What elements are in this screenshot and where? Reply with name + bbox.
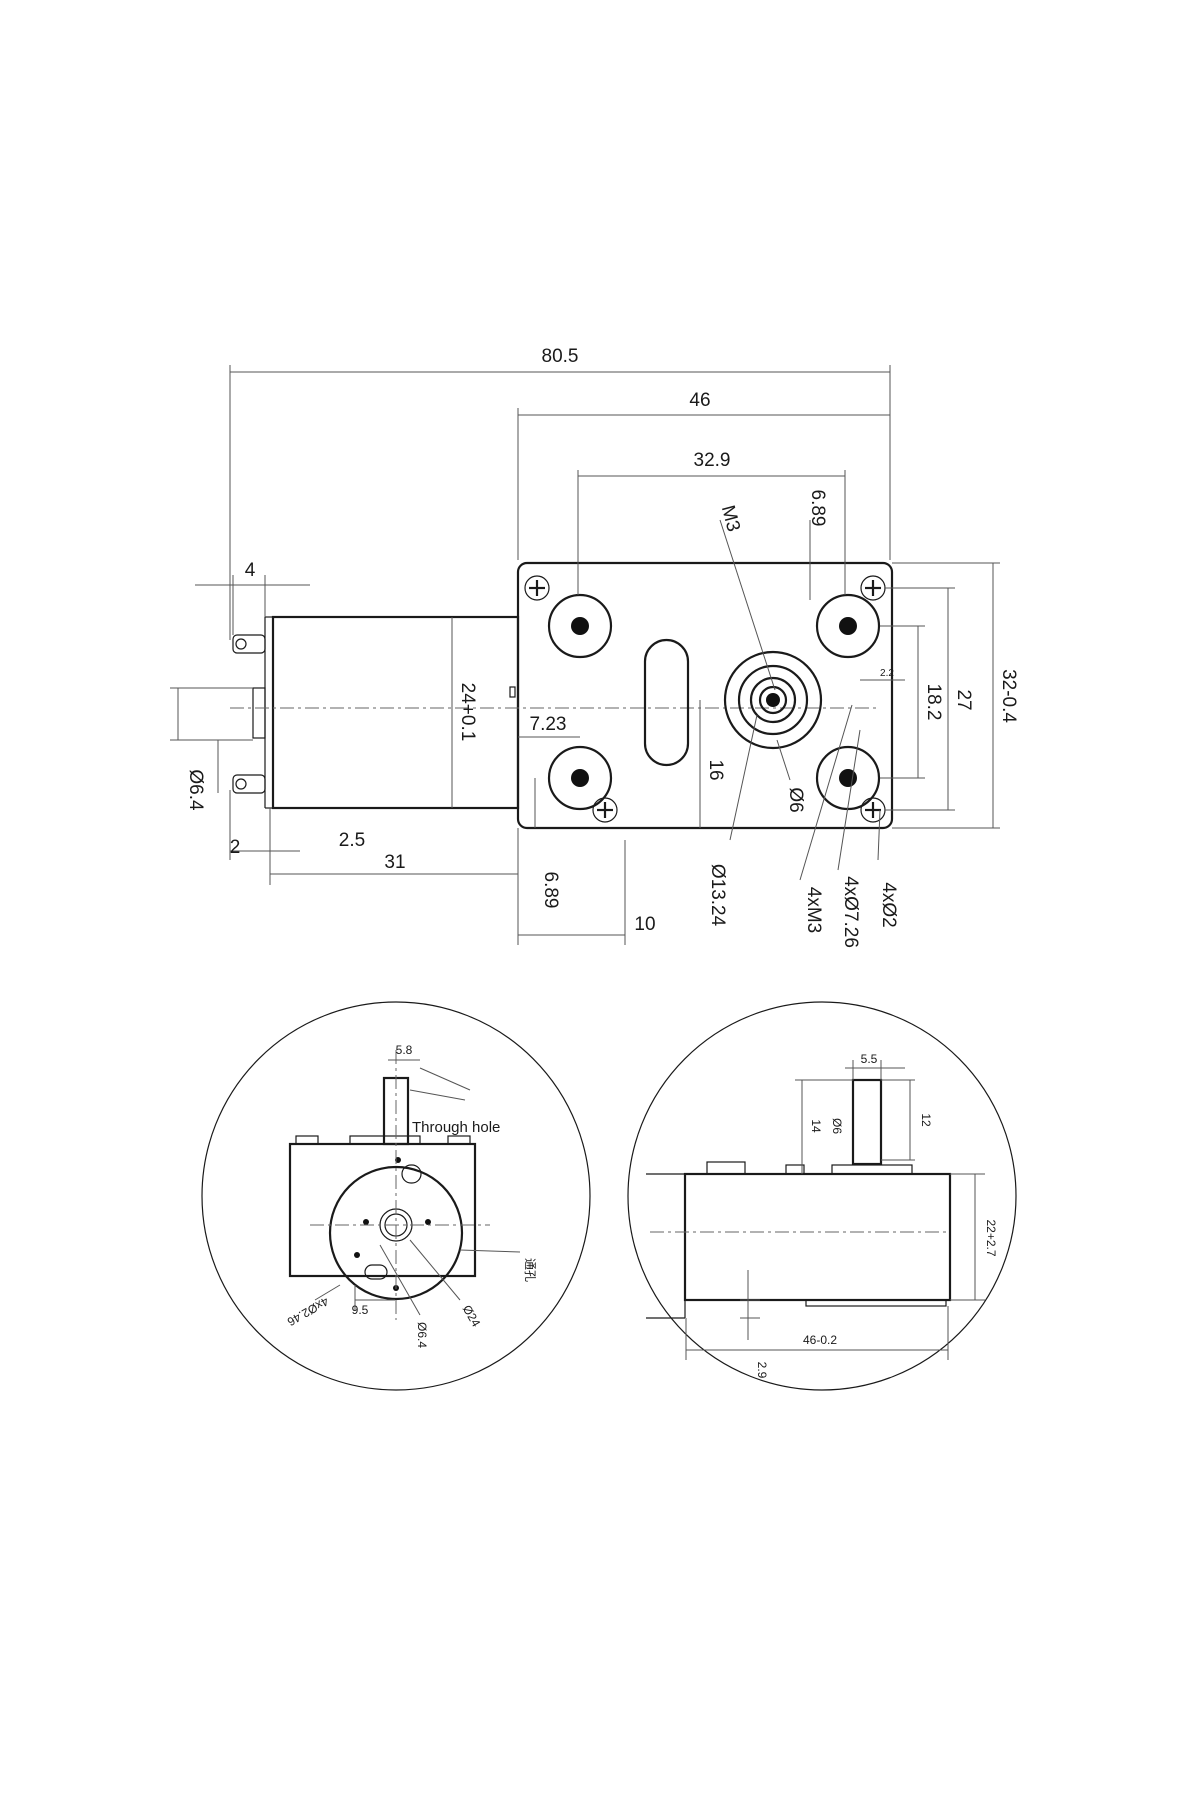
dim-width-32 xyxy=(892,562,1000,829)
top-view: 80.5 46 32.9 6.89 M3 4 24+0.1 7.23 Ø6.4 … xyxy=(170,346,1019,948)
dim-slot xyxy=(518,840,626,945)
label-hub-dia: Ø13.24 xyxy=(707,864,728,927)
side-view: 5.5 14 Ø6 12 22+2.7 46-0.2 2.9 xyxy=(627,1001,1017,1391)
label-shaft-offset: 7.23 xyxy=(530,714,567,735)
dim-motor xyxy=(269,808,519,945)
rear-slot-top xyxy=(401,1164,422,1184)
dim-gearbox xyxy=(517,408,890,560)
label-small-offset: 2.2 xyxy=(880,668,894,679)
dim-terminal xyxy=(195,575,310,635)
side-label-shaft-dia: Ø6 xyxy=(830,1118,844,1134)
gearbox-outline xyxy=(516,561,894,830)
screw-bottom-left xyxy=(592,797,618,823)
label-thread-top: M3 xyxy=(717,503,744,534)
side-bottom-strip xyxy=(805,1299,947,1307)
rear-label-bore: Ø6.4 xyxy=(415,1322,429,1348)
label-width-32: 32-0.4 xyxy=(998,669,1019,723)
side-boss-2 xyxy=(785,1164,805,1175)
label-spacing-2-5: 2.5 xyxy=(339,830,365,851)
label-hole-spacing: 32.9 xyxy=(694,450,731,471)
rear-label-through-hole: Through hole xyxy=(412,1119,500,1136)
label-shaft-dia: Ø6 xyxy=(785,787,806,812)
rear-label-hole-offset: 9.5 xyxy=(352,1303,369,1317)
terminal-top xyxy=(232,634,266,654)
label-motor-length: 31 xyxy=(384,852,405,873)
screw-top-right xyxy=(860,575,886,601)
label-hole-vertical: 18.2 xyxy=(923,684,944,721)
rear-plate xyxy=(328,1165,464,1301)
side-view-frame xyxy=(627,1001,1017,1391)
boss-top-left xyxy=(547,593,613,659)
label-width-27: 27 xyxy=(953,689,974,710)
output-hub xyxy=(723,650,823,750)
side-shaft xyxy=(851,1078,883,1166)
side-label-height: 22+2.7 xyxy=(984,1219,998,1256)
label-slot-length: 10 xyxy=(634,914,655,935)
rear-housing xyxy=(288,1142,477,1278)
screw-bottom-right xyxy=(860,797,886,823)
label-pin-dia: 4xØ2 xyxy=(878,882,899,927)
side-label-shaft-len-12: 12 xyxy=(919,1113,933,1127)
boss-bottom-left xyxy=(547,745,613,811)
dim-hole-spacing xyxy=(577,470,846,595)
side-boss-1 xyxy=(706,1161,746,1175)
slot xyxy=(643,638,690,767)
rear-label-flat-width: 5.8 xyxy=(396,1043,413,1057)
motor-body xyxy=(271,615,520,810)
boss-bottom-right xyxy=(815,745,881,811)
side-boss-3 xyxy=(831,1164,913,1175)
rear-label-plate-dia: Ø24 xyxy=(460,1303,484,1330)
dim-overall xyxy=(229,365,891,640)
rear-view: 5.8 Through hole 通孔 4xØ2.46 9.5 Ø6.4 Ø24 xyxy=(201,1001,591,1391)
dim-width-27 xyxy=(885,587,955,811)
label-boss-dia: 4xØ7.26 xyxy=(840,876,861,948)
label-overall-length: 80.5 xyxy=(542,346,579,367)
label-gearbox-length: 46 xyxy=(689,390,710,411)
terminal-bottom xyxy=(232,774,266,794)
label-spacing-2: 2 xyxy=(230,837,241,858)
rear-label-mount-holes: 4xØ2.46 xyxy=(285,1294,332,1329)
side-label-offset: 2.9 xyxy=(755,1362,769,1379)
label-slot-height: 16 xyxy=(705,759,726,780)
label-terminal-width: 4 xyxy=(245,560,256,581)
label-thread-count: 4xM3 xyxy=(803,887,824,933)
side-body xyxy=(683,1172,952,1302)
label-mount-offset-bottom: 6.89 xyxy=(540,872,561,909)
dim-hole-vertical xyxy=(880,625,925,779)
boss-top-right xyxy=(815,593,881,659)
rear-slot-bottom xyxy=(364,1264,388,1280)
motor-rear-bump xyxy=(252,687,266,739)
dim-bore xyxy=(170,687,253,741)
dim-2 xyxy=(229,790,300,860)
rear-label-through-hole-cn: 通孔 xyxy=(523,1258,537,1282)
screw-top-left xyxy=(524,575,550,601)
side-label-shaft-len-14: 14 xyxy=(809,1119,823,1133)
rear-view-frame xyxy=(201,1001,591,1391)
label-mount-offset-top: 6.89 xyxy=(807,490,828,527)
side-label-length: 46-0.2 xyxy=(803,1333,837,1347)
label-motor-dia: 24+0.1 xyxy=(457,683,478,742)
label-bore-dia: Ø6.4 xyxy=(185,769,206,811)
side-label-shaft-flat: 5.5 xyxy=(861,1052,878,1066)
